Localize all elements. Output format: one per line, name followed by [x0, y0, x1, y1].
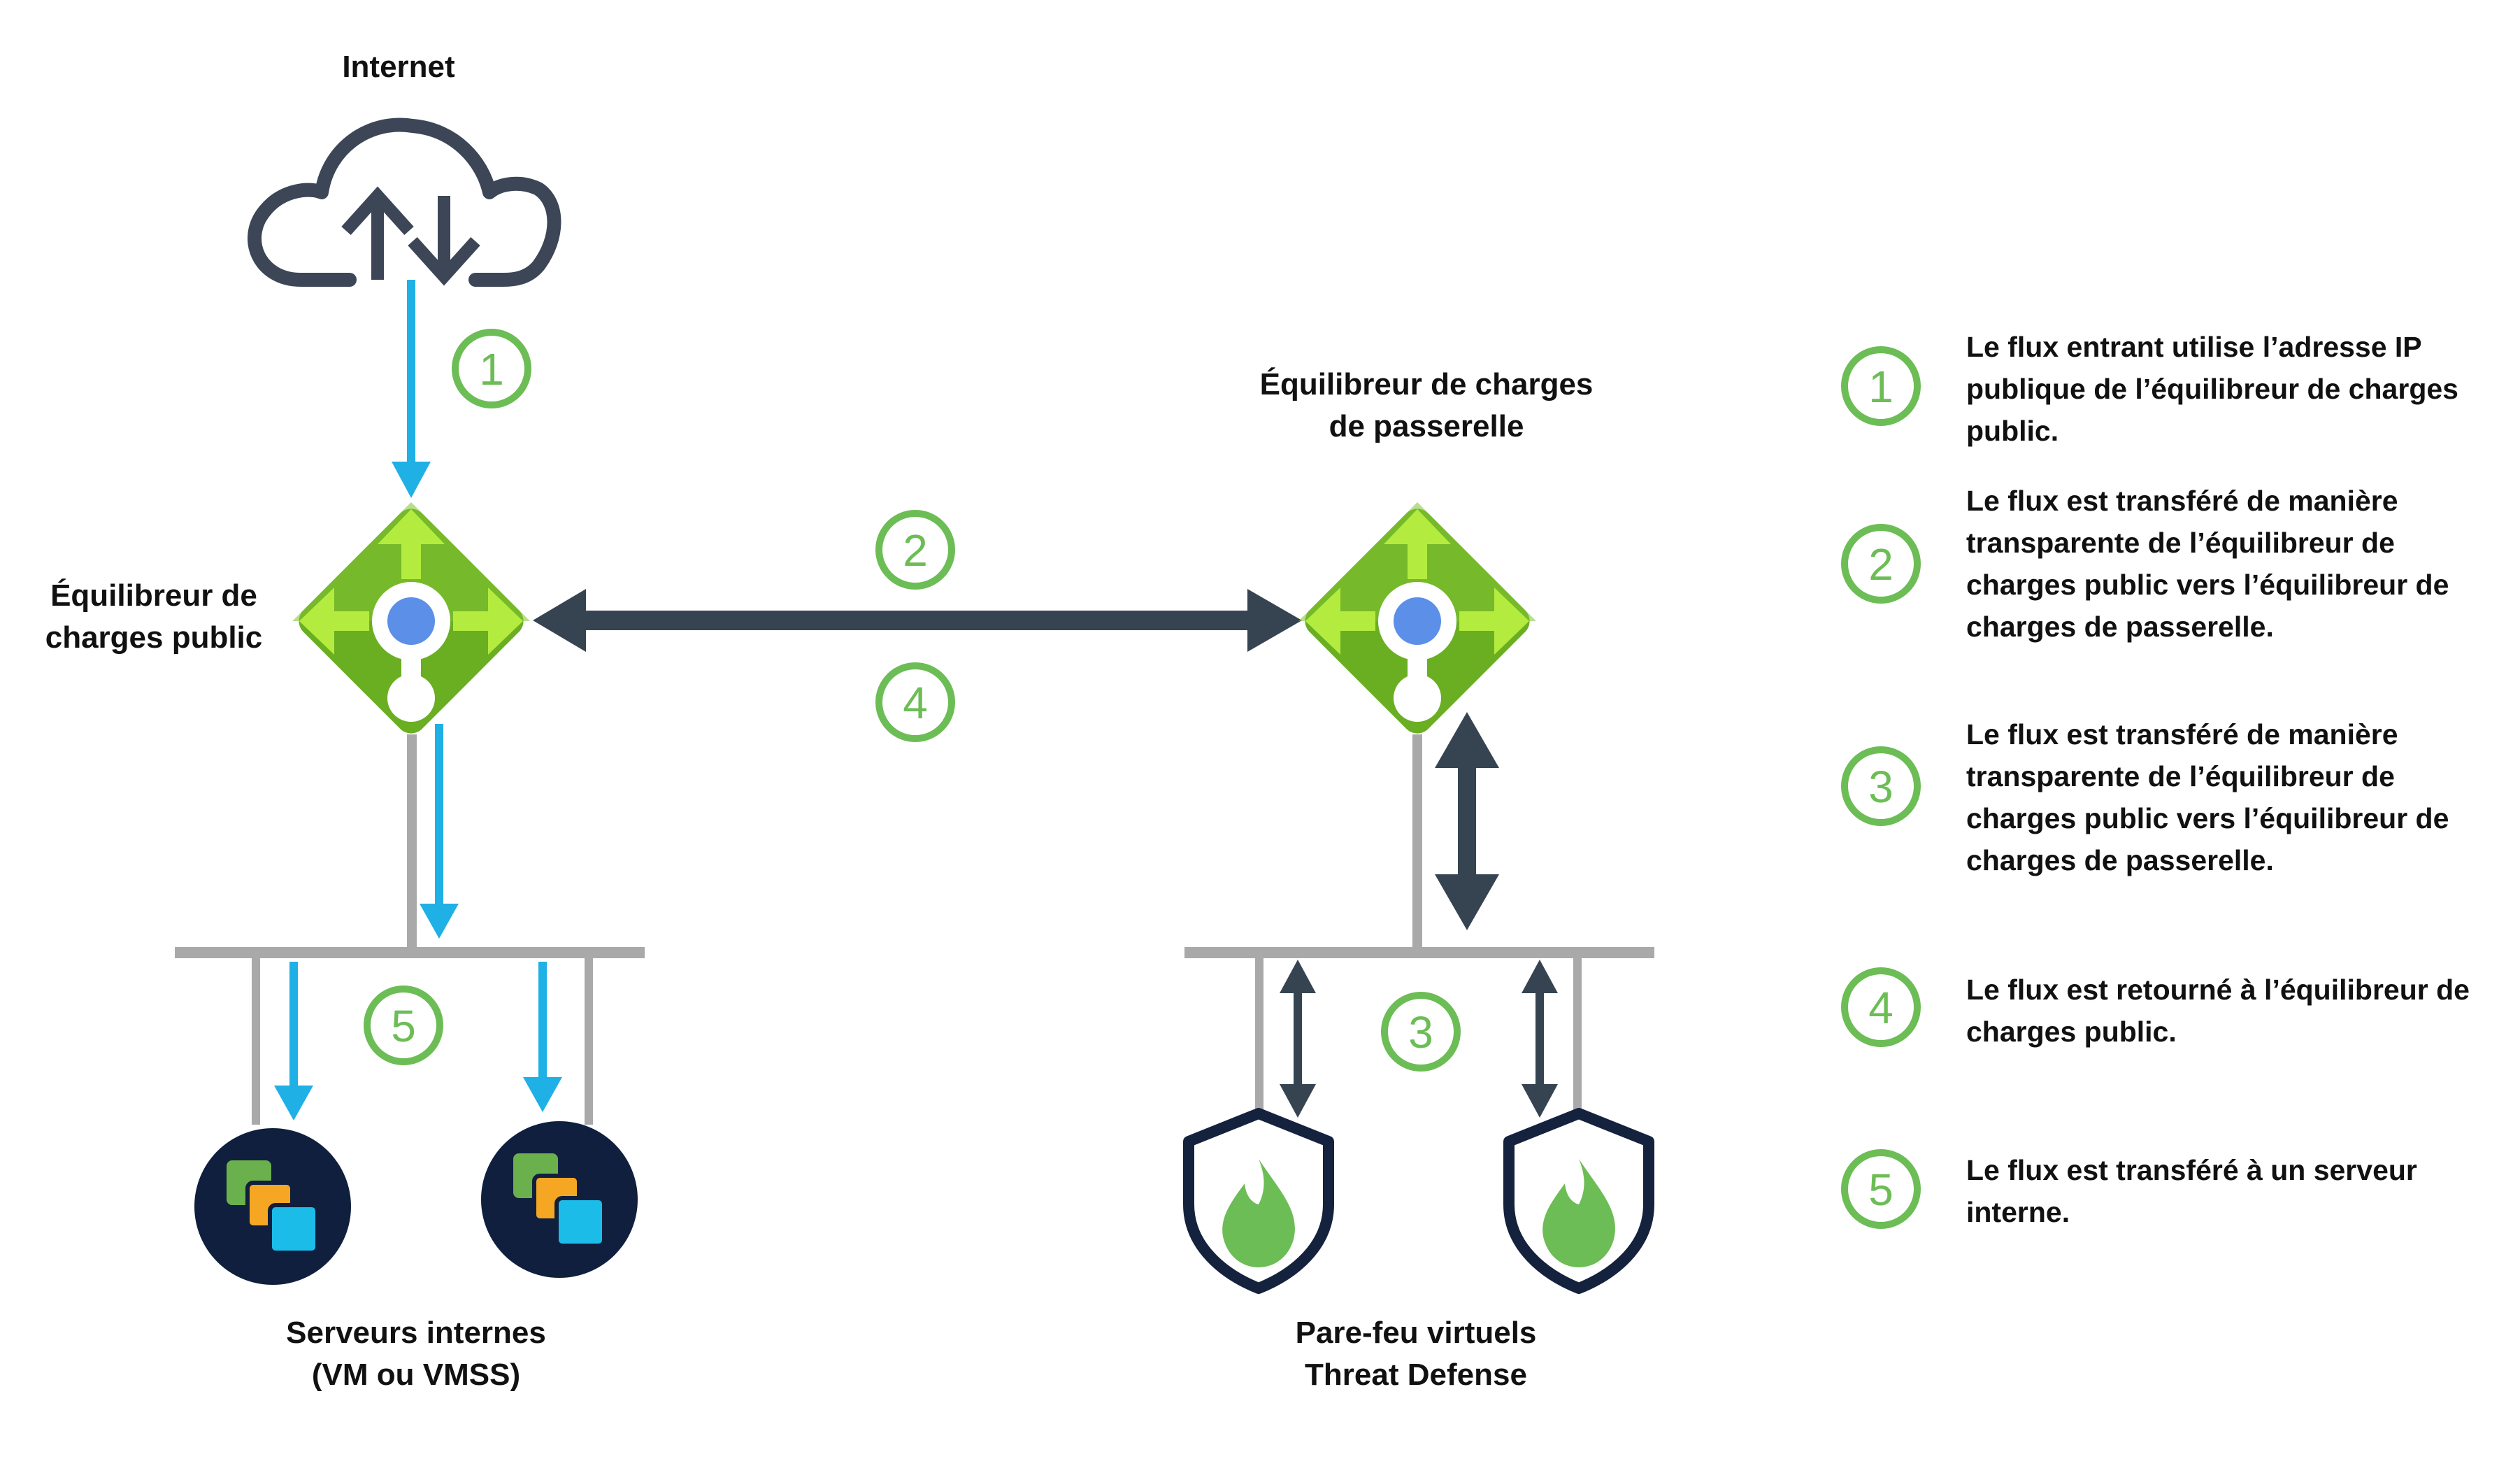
server-drop-line	[252, 957, 260, 1125]
server-drop-line	[585, 957, 593, 1125]
public-load-balancer-icon	[292, 502, 530, 740]
public-lb-connector	[407, 734, 417, 951]
legend-badge-2: 2	[1841, 524, 1921, 604]
virtual-machine-icon	[481, 1121, 638, 1278]
svg-text:3: 3	[1408, 1007, 1433, 1058]
svg-text:5: 5	[391, 1001, 416, 1051]
legend-badge-5: 5	[1841, 1149, 1921, 1229]
flow-arrow-5-server-a	[274, 962, 313, 1120]
legend-text-3: Le flux est transféré de manière transpa…	[1966, 718, 2449, 876]
firewall-network-bus	[1184, 947, 1654, 958]
legend-text-5: Le flux est transféré à un serveur inter…	[1966, 1154, 2417, 1228]
firewall-shield-icon	[1189, 1113, 1329, 1288]
gateway-load-balancer-icon	[1298, 502, 1536, 740]
legend-text-4: Le flux est retourné à l’équilibreur de …	[1966, 974, 2470, 1048]
double-arrow-firewall-a	[1280, 960, 1316, 1118]
badge-4: 4	[875, 662, 955, 742]
svg-text:3: 3	[1868, 762, 1893, 812]
svg-text:4: 4	[1868, 983, 1893, 1033]
double-arrow-firewall-b	[1522, 960, 1558, 1118]
svg-text:4: 4	[903, 678, 928, 728]
gateway-lb-connector	[1412, 734, 1422, 951]
firewall-drop-line	[1573, 957, 1582, 1114]
servers-label: Serveurs internes (VM ou VMSS)	[286, 1316, 546, 1392]
legend-badge-4: 4	[1841, 967, 1921, 1047]
badge-1: 1	[452, 329, 531, 408]
svg-text:5: 5	[1868, 1165, 1893, 1215]
firewall-shield-icon	[1509, 1113, 1649, 1288]
internet-label: Internet	[342, 50, 455, 84]
svg-text:2: 2	[1868, 539, 1893, 590]
legend-text-2: Le flux est transféré de manière transpa…	[1966, 485, 2449, 643]
cloud-upload-download-icon	[248, 118, 561, 287]
svg-text:1: 1	[1868, 362, 1893, 412]
badge-2: 2	[875, 510, 955, 590]
public-lb-label: Équilibreur de charges public	[45, 578, 263, 655]
badge-5: 5	[364, 985, 443, 1065]
legend-text-1: Le flux entrant utilise l’adresse IP pub…	[1966, 331, 2458, 447]
legend-badge-3: 3	[1841, 746, 1921, 826]
double-arrow-gateway-to-firewalls	[1435, 712, 1499, 930]
flow-arrow-5-server-b	[523, 962, 562, 1112]
firewalls-label: Pare-feu virtuels Threat Defense	[1295, 1316, 1537, 1392]
double-arrow-lb-to-lb	[533, 589, 1302, 652]
flow-arrow-5-down	[420, 724, 459, 939]
firewall-drop-line	[1255, 957, 1263, 1114]
server-network-bus	[175, 947, 645, 958]
flow-arrow-1	[392, 280, 431, 498]
svg-text:2: 2	[903, 525, 928, 576]
gateway-lb-label: Équilibreur de charges de passerelle	[1259, 367, 1594, 443]
legend-badge-1: 1	[1841, 346, 1921, 426]
virtual-machine-icon	[194, 1128, 351, 1285]
badge-3: 3	[1381, 992, 1461, 1072]
svg-text:1: 1	[479, 344, 504, 394]
